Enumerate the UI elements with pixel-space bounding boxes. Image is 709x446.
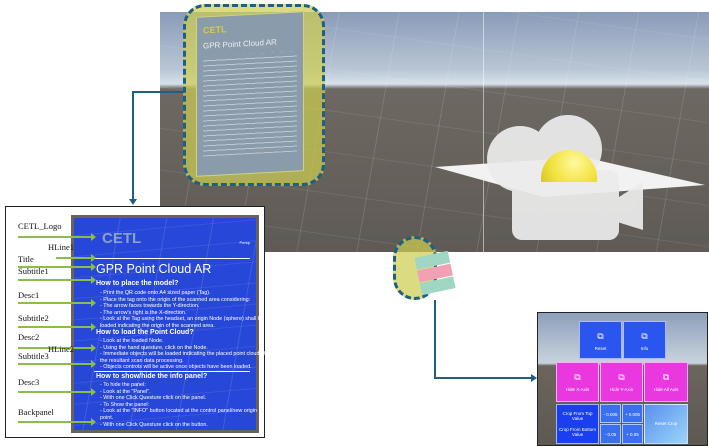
desc3: - To hide the panel: - Look at the "Pane… — [100, 382, 257, 428]
gizmo-label: Persp — [239, 240, 250, 245]
plus-big-button[interactable]: + 0.05 — [622, 424, 643, 444]
desc2: - Look at the loaded Node.- Using the ha… — [100, 338, 266, 371]
label-subtitle1: Subtitle1 — [18, 266, 49, 276]
grid-icon: ⧉ — [597, 331, 604, 341]
reset-button[interactable]: ⧉Reset — [579, 321, 622, 359]
label-subtitle3: Subtitle3 — [18, 351, 49, 361]
hline1 — [94, 258, 250, 259]
plus-small-button[interactable]: + 0.005 — [622, 404, 643, 423]
label-desc3: Desc3 — [18, 377, 40, 387]
label-subtitle2: Subtitle2 — [18, 313, 49, 323]
hide-y-axis-button[interactable]: ⧉Hide Y-Axis — [600, 362, 643, 402]
grid-icon: ⧉ — [641, 331, 648, 341]
label-hline1: HLine1 — [48, 242, 74, 252]
subtitle1: How to place the model? — [96, 280, 179, 287]
reset-crop-button[interactable]: Reset Crop — [644, 404, 688, 444]
label-title: Title — [18, 254, 34, 264]
info-panel-3d: CETL GPR Point Cloud AR — [196, 11, 304, 177]
panel-title: GPR Point Cloud AR — [203, 37, 277, 51]
control-panel-screenshot: ⧉Reset ⧉Info ⧉Hide X-Axis ⧉Hide Y-Axis ⧉… — [537, 312, 708, 446]
info-panel-annotated-figure: CETL Persp GPR Point Cloud AR How to pla… — [5, 206, 265, 438]
subtitle3: How to show/hide the info panel? — [96, 373, 208, 380]
label-backpanel: Backpanel — [18, 407, 54, 417]
label-hline2: HLine2 — [48, 344, 74, 354]
label-desc2: Desc2 — [18, 332, 40, 342]
minus-big-button[interactable]: - 0.05 — [600, 424, 621, 444]
cetl-logo: CETL — [102, 230, 142, 247]
cetl-logo: CETL — [203, 24, 227, 36]
info-button[interactable]: ⧉Info — [623, 321, 666, 359]
label-cetl-logo: CETL_Logo — [18, 221, 62, 231]
backpanel: CETL Persp GPR Point Cloud AR How to pla… — [71, 215, 265, 433]
desc1: - Print the QR code onto A4 sized paper … — [100, 290, 264, 329]
grid-icon: ⧉ — [574, 372, 581, 382]
hide-x-axis-button[interactable]: ⧉Hide X-Axis — [556, 362, 599, 402]
label-desc1: Desc1 — [18, 290, 40, 300]
control-panel-mini — [414, 250, 456, 296]
minus-small-button[interactable]: - 0.005 — [600, 404, 621, 423]
grid-icon: ⧉ — [662, 372, 670, 382]
grid-icon: ⧉ — [618, 372, 625, 382]
subtitle2: How to load the Point Cloud? — [96, 329, 194, 336]
panel-title: GPR Point Cloud AR — [96, 262, 212, 276]
hide-all-axis-button[interactable]: ⧉Hide All Axis — [644, 362, 688, 402]
hline2 — [94, 371, 250, 372]
